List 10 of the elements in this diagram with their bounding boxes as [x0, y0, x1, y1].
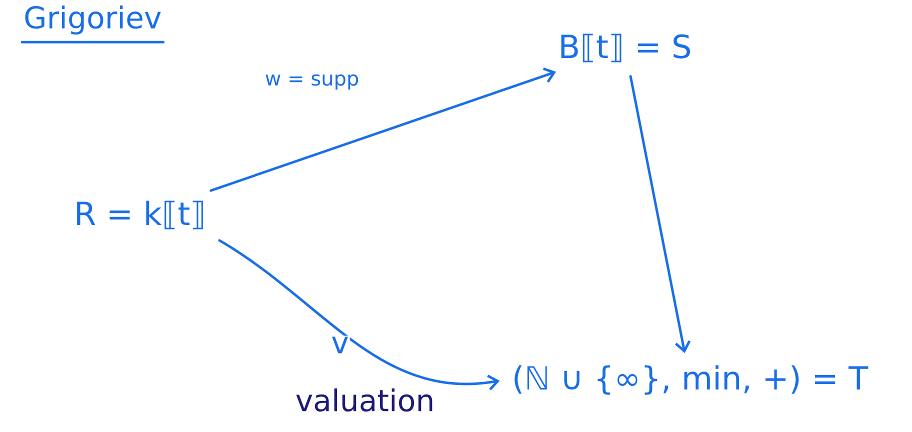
- title: Grigoriev: [25, 6, 161, 35]
- edge-label: w = supp: [266, 74, 358, 90]
- arrow: [629, 75, 691, 354]
- formula: R = k⟦t⟧: [77, 200, 203, 230]
- formula: (ℕ ∪ {∞}, min, +) = T: [514, 365, 868, 395]
- formula: B⟦t⟧ = S: [561, 34, 690, 62]
- edge-label: v: [332, 336, 348, 354]
- note: valuation: [296, 388, 432, 412]
- arrow: [210, 68, 556, 192]
- arrow: [218, 239, 500, 390]
